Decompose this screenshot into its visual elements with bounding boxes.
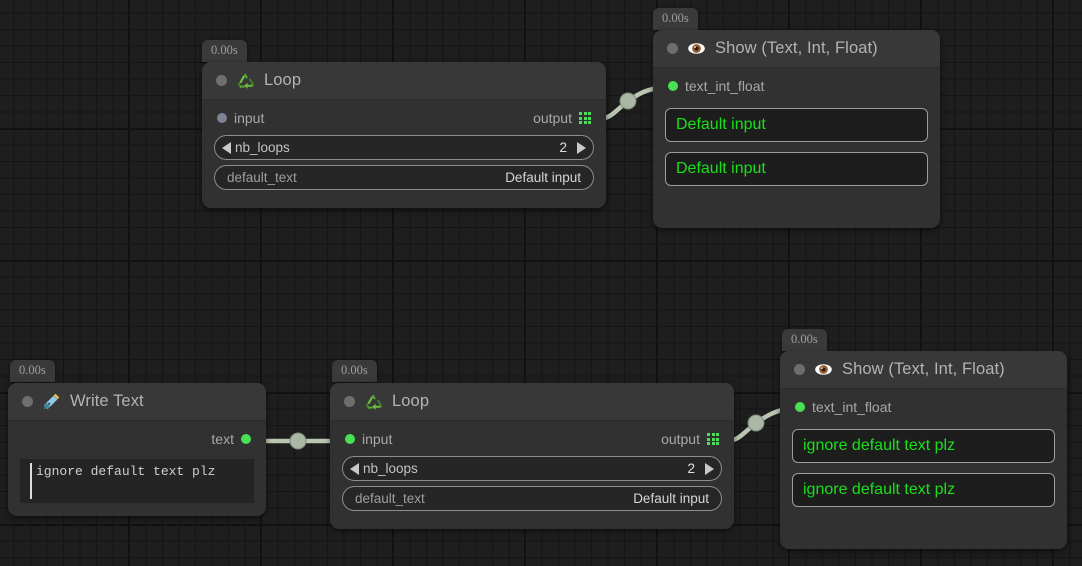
recycle-icon: [236, 71, 255, 90]
wire-reroute-handle[interactable]: [289, 432, 307, 450]
grid-list-icon[interactable]: [579, 112, 591, 124]
port-label-output: output: [661, 431, 700, 447]
port-dot-input[interactable]: [345, 434, 355, 444]
input-port-text-int-float[interactable]: text_int_float: [795, 399, 891, 415]
output-port-text[interactable]: text: [211, 431, 251, 447]
node-title: Show (Text, Int, Float): [842, 360, 1005, 378]
display-box: ignore default text plz: [792, 429, 1055, 463]
field-nb-loops-stepper[interactable]: nb_loops 2: [342, 456, 722, 481]
status-dot[interactable]: [344, 396, 355, 407]
field-default-text[interactable]: default_text Default input: [342, 486, 722, 511]
port-row: text_int_float: [790, 397, 1057, 419]
field-value-nb-loops[interactable]: 2: [687, 461, 695, 476]
recycle-icon: [364, 392, 383, 411]
port-label-text-int-float: text_int_float: [812, 399, 892, 415]
wire-reroute-handle[interactable]: [619, 92, 637, 110]
output-port-output[interactable]: output: [661, 431, 719, 447]
display-value: ignore default text plz: [803, 437, 956, 454]
port-row: text: [18, 429, 256, 451]
text-input-area[interactable]: ignore default text plz: [20, 459, 254, 503]
display-box: Default input: [665, 108, 928, 142]
stepper-increment-icon[interactable]: [705, 462, 714, 475]
field-default-text[interactable]: default_text Default input: [214, 165, 594, 190]
node-write-text-1[interactable]: Write Text text ignore default text plz: [8, 383, 266, 516]
node-header-show-2[interactable]: Show (Text, Int, Float): [780, 351, 1067, 389]
eye-icon: [687, 39, 706, 58]
node-show-2[interactable]: Show (Text, Int, Float) text_int_float i…: [780, 351, 1067, 549]
time-badge-write-text-1: 0.00s: [10, 360, 55, 382]
node-body-loop-2: input output nb_loops 2 default_text: [330, 421, 734, 523]
text-input-value[interactable]: ignore default text plz: [36, 464, 216, 479]
stepper-decrement-icon[interactable]: [350, 462, 359, 475]
time-badge-show-2: 0.00s: [782, 329, 827, 351]
node-loop-2[interactable]: Loop input output nb_loops 2: [330, 383, 734, 529]
field-label-nb-loops: nb_loops: [235, 140, 290, 155]
time-badge-loop-1: 0.00s: [202, 40, 247, 62]
text-caret: [30, 463, 32, 499]
time-badge-show-1: 0.00s: [653, 8, 698, 30]
port-row: input output: [340, 429, 724, 451]
time-badge-loop-2: 0.00s: [332, 360, 377, 382]
node-body-show-1: text_int_float Default input Default inp…: [653, 68, 940, 198]
wire-reroute-handle[interactable]: [747, 414, 765, 432]
display-value: Default input: [676, 116, 766, 133]
node-show-1[interactable]: Show (Text, Int, Float) text_int_float D…: [653, 30, 940, 228]
input-port-text-int-float[interactable]: text_int_float: [668, 78, 764, 94]
node-title: Write Text: [70, 392, 144, 410]
node-loop-1[interactable]: Loop input output nb_loops 2: [202, 62, 606, 208]
node-header-loop-2[interactable]: Loop: [330, 383, 734, 421]
grid-list-icon[interactable]: [707, 433, 719, 445]
node-header-loop-1[interactable]: Loop: [202, 62, 606, 100]
field-label-default-text: default_text: [355, 491, 425, 506]
port-label-text: text: [211, 431, 234, 447]
status-dot[interactable]: [216, 75, 227, 86]
status-dot[interactable]: [794, 364, 805, 375]
output-port-output[interactable]: output: [533, 110, 591, 126]
node-title: Show (Text, Int, Float): [715, 39, 878, 57]
status-dot[interactable]: [22, 396, 33, 407]
node-header-show-1[interactable]: Show (Text, Int, Float): [653, 30, 940, 68]
field-label-default-text: default_text: [227, 170, 297, 185]
port-label-text-int-float: text_int_float: [685, 78, 765, 94]
status-dot[interactable]: [667, 43, 678, 54]
eye-icon: [814, 360, 833, 379]
port-label-output: output: [533, 110, 572, 126]
node-header-write-text-1[interactable]: Write Text: [8, 383, 266, 421]
input-port-input[interactable]: input: [345, 431, 392, 447]
field-label-nb-loops: nb_loops: [363, 461, 418, 476]
port-dot-output[interactable]: [241, 434, 251, 444]
display-value: Default input: [676, 160, 766, 177]
field-nb-loops-stepper[interactable]: nb_loops 2: [214, 135, 594, 160]
display-value: ignore default text plz: [803, 481, 956, 498]
pen-nib-icon: [42, 392, 61, 411]
wire-loop1-to-show1[interactable]: [598, 85, 660, 122]
node-title: Loop: [392, 392, 430, 410]
node-title: Loop: [264, 71, 302, 89]
input-port-input[interactable]: input: [217, 110, 264, 126]
node-body-loop-1: input output nb_loops 2 default_text: [202, 100, 606, 202]
port-dot-input[interactable]: [217, 113, 227, 123]
port-dot-input[interactable]: [668, 81, 678, 91]
port-row: text_int_float: [663, 76, 930, 98]
port-label-input: input: [362, 431, 393, 447]
node-body-write-text-1: text ignore default text plz: [8, 421, 266, 515]
port-dot-input[interactable]: [795, 402, 805, 412]
field-value-default-text[interactable]: Default input: [505, 170, 581, 185]
node-body-show-2: text_int_float ignore default text plz i…: [780, 389, 1067, 519]
wire-loop2-to-show2[interactable]: [726, 406, 789, 444]
stepper-decrement-icon[interactable]: [222, 141, 231, 154]
display-box: ignore default text plz: [792, 473, 1055, 507]
display-box: Default input: [665, 152, 928, 186]
stepper-increment-icon[interactable]: [577, 141, 586, 154]
field-value-default-text[interactable]: Default input: [633, 491, 709, 506]
port-label-input: input: [234, 110, 265, 126]
field-value-nb-loops[interactable]: 2: [559, 140, 567, 155]
port-row: input output: [212, 108, 596, 130]
